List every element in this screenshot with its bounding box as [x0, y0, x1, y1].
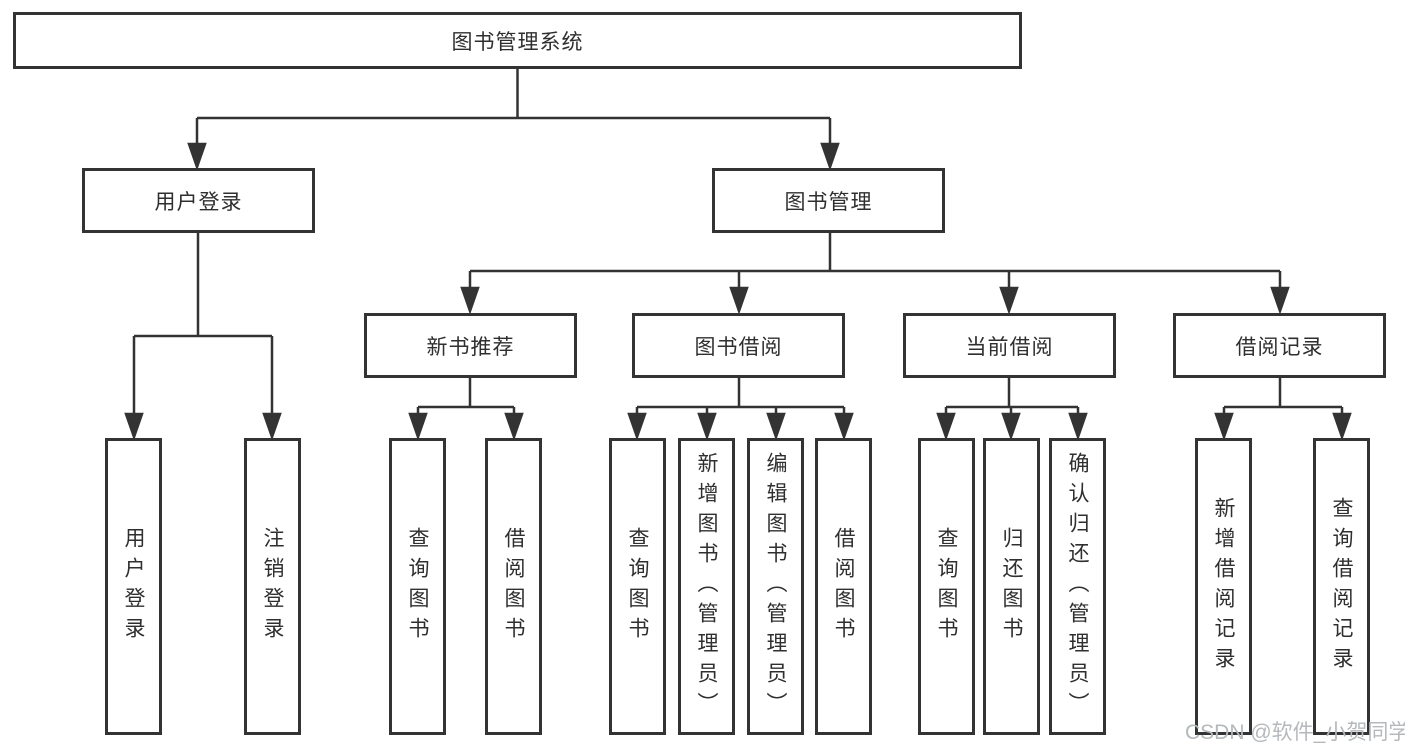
node-current-borrow-label: 当前借阅: [965, 335, 1054, 359]
node-user-login: 用户登录: [82, 168, 315, 233]
connector-login-to-leaves: [124, 233, 282, 441]
leaf-records-query: 查询借阅记录: [1313, 438, 1370, 735]
leaf-newbooks-borrow: 借阅图书: [485, 438, 542, 735]
node-borrow-records-label: 借阅记录: [1235, 335, 1324, 359]
leaf-user-login: 用户登录: [105, 438, 162, 735]
connector-borrow-to-leaves: [627, 378, 854, 441]
node-borrow-records: 借阅记录: [1173, 313, 1386, 378]
node-book-management-label: 图书管理: [784, 190, 873, 214]
leaf-records-add: 新增借阅记录: [1195, 438, 1252, 735]
leaf-current-return-label: 归还图书: [1000, 526, 1023, 647]
node-current-borrow: 当前借阅: [903, 313, 1116, 378]
leaf-newbooks-query-label: 查询图书: [406, 526, 429, 647]
leaf-logout-label: 注销登录: [261, 526, 284, 647]
connector-root-to-level2: [187, 69, 840, 171]
leaf-borrow-add-admin: 新增图书（管理员）: [678, 438, 735, 735]
leaf-borrow-edit-admin-label: 编辑图书（管理员）: [764, 451, 787, 722]
leaf-records-query-label: 查询借阅记录: [1330, 496, 1353, 677]
leaf-current-return: 归还图书: [983, 438, 1040, 735]
leaf-borrow-book: 借阅图书: [815, 438, 872, 735]
node-new-book-recommend-label: 新书推荐: [426, 335, 515, 359]
connector-current-to-leaves: [936, 378, 1088, 441]
leaf-borrow-query: 查询图书: [609, 438, 666, 735]
leaf-current-confirm-admin: 确认归还（管理员）: [1049, 438, 1106, 735]
node-book-management: 图书管理: [712, 168, 945, 233]
node-user-login-label: 用户登录: [154, 190, 243, 214]
leaf-newbooks-query: 查询图书: [389, 438, 446, 735]
node-book-borrow: 图书借阅: [632, 313, 845, 378]
leaf-borrow-book-label: 借阅图书: [832, 526, 855, 647]
leaf-borrow-edit-admin: 编辑图书（管理员）: [747, 438, 804, 735]
leaf-newbooks-borrow-label: 借阅图书: [502, 526, 525, 647]
node-system-root: 图书管理系统: [13, 12, 1022, 69]
connector-newbooks-to-leaves: [408, 378, 524, 441]
node-new-book-recommend: 新书推荐: [364, 313, 577, 378]
leaf-current-confirm-admin-label: 确认归还（管理员）: [1066, 451, 1089, 722]
leaf-logout: 注销登录: [244, 438, 301, 735]
connector-records-to-leaves: [1214, 378, 1352, 441]
connector-manage-to-level3: [460, 233, 1290, 315]
leaf-current-query: 查询图书: [918, 438, 975, 735]
node-system-root-label: 图书管理系统: [451, 30, 584, 54]
node-book-borrow-label: 图书借阅: [694, 335, 783, 359]
csdn-watermark: CSDN @软件_小贺同学: [1185, 721, 1405, 744]
leaf-user-login-label: 用户登录: [122, 526, 145, 647]
leaf-current-query-label: 查询图书: [935, 526, 958, 647]
leaf-borrow-add-admin-label: 新增图书（管理员）: [695, 451, 718, 722]
leaf-records-add-label: 新增借阅记录: [1212, 496, 1235, 677]
leaf-borrow-query-label: 查询图书: [626, 526, 649, 647]
